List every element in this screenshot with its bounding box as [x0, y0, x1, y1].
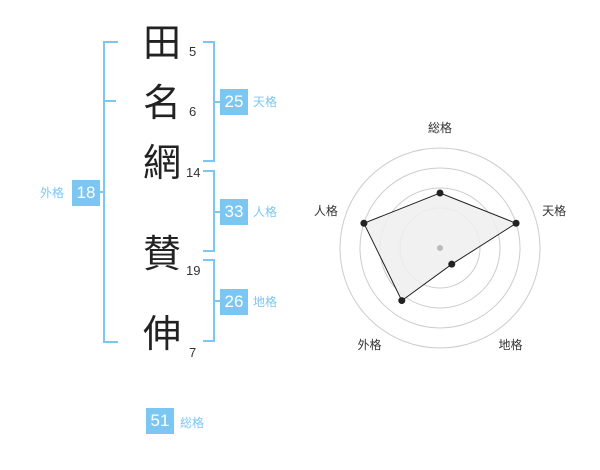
- tenkaku-value-badge: 25: [220, 89, 248, 115]
- gaikaku-label: 外格: [40, 186, 65, 200]
- jinkaku-bracket: [203, 170, 215, 252]
- name-char-4: 賛: [143, 232, 182, 276]
- jinkaku-bracket-connector: [215, 211, 221, 213]
- stroke-count-4: 19: [186, 263, 201, 278]
- radar-axis-label-4: 外格: [357, 337, 381, 352]
- stroke-count-5: 7: [189, 345, 197, 360]
- radar-axis-label-1: 総格: [428, 120, 452, 135]
- stroke-count-1: 5: [189, 44, 197, 59]
- gaikaku-bracket-inner-tick: [105, 100, 116, 102]
- radar-axis-label-2: 天格: [542, 203, 566, 218]
- name-char-5: 伸: [143, 312, 182, 356]
- radar-ring-1: [339, 147, 541, 349]
- soukaku-value-badge: 51: [146, 408, 174, 434]
- soukaku-label: 総格: [180, 416, 205, 430]
- radar-center-dot: [437, 245, 443, 251]
- tenkaku-bracket-connector: [215, 101, 221, 103]
- jinkaku-label: 人格: [253, 205, 278, 219]
- name-char-2: 名: [143, 81, 182, 125]
- chikaku-value-badge: 26: [220, 289, 248, 315]
- radar-axis-label-3: 地格: [499, 337, 523, 352]
- tenkaku-bracket: [203, 41, 215, 162]
- chikaku-label: 地格: [253, 295, 278, 309]
- chikaku-bracket: [203, 259, 215, 342]
- radar-point-1: [436, 189, 444, 197]
- radar-axis-label-5: 人格: [314, 203, 338, 218]
- stroke-count-3: 14: [186, 165, 201, 180]
- gaikaku-bracket: [103, 41, 118, 343]
- radar-point-4: [398, 297, 406, 305]
- name-char-3: 網: [143, 141, 182, 185]
- radar-point-2: [512, 219, 520, 227]
- chikaku-bracket-connector: [215, 300, 221, 302]
- gaikaku-value-badge: 18: [72, 180, 100, 206]
- stroke-count-2: 6: [189, 104, 197, 119]
- tenkaku-label: 天格: [253, 95, 278, 109]
- radar-point-3: [448, 260, 456, 268]
- jinkaku-value-badge: 33: [220, 199, 248, 225]
- radar-point-5: [360, 219, 368, 227]
- name-char-1: 田: [143, 21, 182, 65]
- radar-ring-2: [359, 167, 521, 329]
